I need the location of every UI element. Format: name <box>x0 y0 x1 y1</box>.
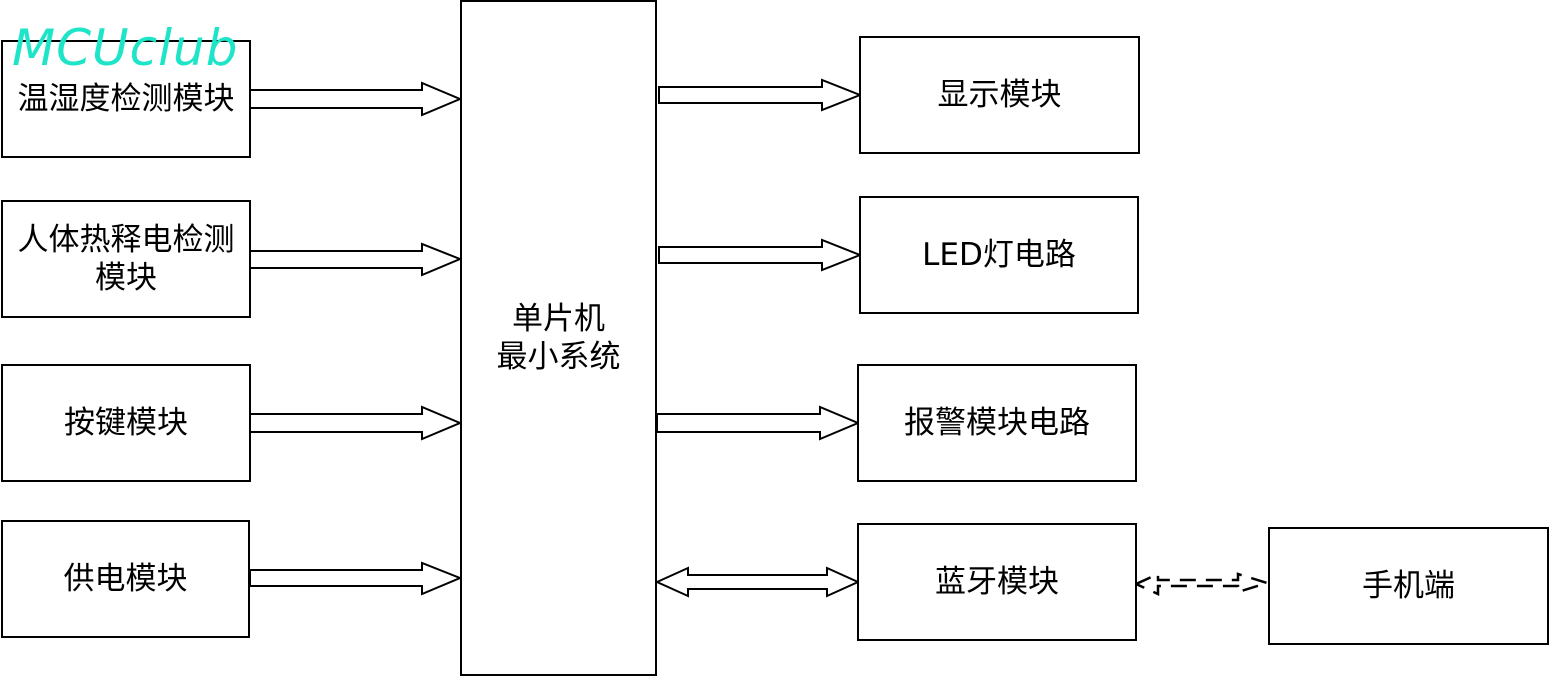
temp-humidity-module-box: 温湿度检测模块 <box>1 40 251 158</box>
arrow-pir-to-mcu <box>249 242 463 277</box>
phone-box: 手机端 <box>1268 527 1549 645</box>
arrow-temp-to-mcu <box>249 81 463 117</box>
led-circuit-box: LED灯电路 <box>859 196 1139 314</box>
display-module-label: 显示模块 <box>937 77 1062 113</box>
led-circuit-label: LED灯电路 <box>922 237 1076 273</box>
bluetooth-module-box: 蓝牙模块 <box>857 523 1137 641</box>
bluetooth-module-label: 蓝牙模块 <box>935 564 1059 600</box>
keys-module-box: 按键模块 <box>1 364 251 482</box>
power-module-label: 供电模块 <box>63 561 188 597</box>
temp-humidity-module-label: 温湿度检测模块 <box>17 81 235 117</box>
arrow-mcu-to-display <box>658 78 863 112</box>
mcu-system-box: 单片机 最小系统 <box>460 0 657 676</box>
mcu-system-label: 单片机 最小系统 <box>496 301 621 375</box>
alarm-circuit-box: 报警模块电路 <box>857 364 1137 482</box>
phone-label: 手机端 <box>1362 568 1455 604</box>
pir-module-label: 人体热释电检测 模块 <box>17 222 235 296</box>
keys-module-label: 按键模块 <box>64 405 188 441</box>
display-module-box: 显示模块 <box>859 36 1140 154</box>
power-module-box: 供电模块 <box>1 520 250 638</box>
arrow-mcu-to-led <box>658 238 863 272</box>
arrow-keys-to-mcu <box>249 405 463 441</box>
arrow-mcu-bluetooth-bidirectional <box>654 566 861 598</box>
wireless-link-bluetooth-phone <box>1132 572 1272 596</box>
alarm-circuit-label: 报警模块电路 <box>904 405 1090 441</box>
arrow-mcu-to-alarm <box>656 405 861 441</box>
arrow-power-to-mcu <box>249 561 463 596</box>
pir-module-box: 人体热释电检测 模块 <box>1 200 251 318</box>
